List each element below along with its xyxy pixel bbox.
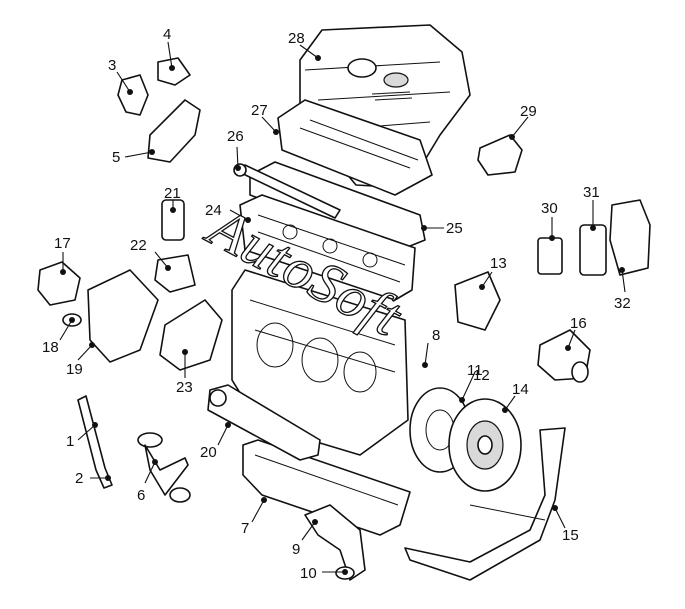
part-valve-cover <box>277 99 433 196</box>
callout-2: 2 <box>75 470 83 487</box>
callout-26: 26 <box>227 128 244 145</box>
callout-20: 20 <box>200 444 217 461</box>
callout-14: 14 <box>512 381 529 398</box>
part-oil-filter <box>154 199 196 293</box>
callout-10: 10 <box>300 565 317 582</box>
callout-9: 9 <box>292 541 300 558</box>
part-cylinder-head <box>239 194 416 301</box>
callout-25: 25 <box>446 220 463 237</box>
callout-1: 1 <box>66 433 74 450</box>
callout-30: 30 <box>541 200 558 217</box>
callout-21: 21 <box>164 185 181 202</box>
part-intake-hose <box>304 504 366 581</box>
callout-28: 28 <box>288 30 305 47</box>
callout-7: 7 <box>241 520 249 537</box>
callout-24: 24 <box>205 202 222 219</box>
callout-13: 13 <box>490 255 507 272</box>
callout-12: 12 <box>473 367 490 384</box>
part-accessory-bracket <box>159 299 223 371</box>
part-fuel-filters <box>537 199 651 276</box>
callout-18: 18 <box>42 339 59 356</box>
callout-5: 5 <box>112 149 120 166</box>
part-oil-filler <box>137 432 191 503</box>
part-crankshaft <box>207 384 321 461</box>
callout-4: 4 <box>163 26 171 43</box>
callout-31: 31 <box>583 184 600 201</box>
callout-27: 27 <box>251 102 268 119</box>
callout-6: 6 <box>137 487 145 504</box>
part-starter-motor <box>537 329 591 383</box>
callout-23: 23 <box>176 379 193 396</box>
callout-15: 15 <box>562 527 579 544</box>
part-engine-block <box>231 269 409 456</box>
part-dipstick <box>77 395 113 489</box>
part-mount-bracket <box>454 271 501 331</box>
callout-17: 17 <box>54 235 71 252</box>
part-sensor <box>477 134 523 176</box>
callout-dots <box>60 55 625 575</box>
callout-11: 11 <box>467 362 483 379</box>
callout-16: 16 <box>570 315 587 332</box>
callout-22: 22 <box>130 237 147 254</box>
callout-3: 3 <box>108 57 116 74</box>
callout-32: 32 <box>614 295 631 312</box>
part-timing-cover <box>37 261 159 363</box>
leader-lines <box>59 41 626 573</box>
part-exhaust-pipe <box>404 427 566 581</box>
callout-8: 8 <box>432 327 440 344</box>
part-engine-mounts <box>117 57 201 163</box>
callout-29: 29 <box>520 103 537 120</box>
part-head-gasket <box>249 161 426 251</box>
callout-labels: 1 2 3 4 5 6 7 8 9 10 11 12 13 14 15 16 1… <box>42 26 631 582</box>
part-clutch <box>448 398 522 492</box>
callout-19: 19 <box>66 361 83 378</box>
